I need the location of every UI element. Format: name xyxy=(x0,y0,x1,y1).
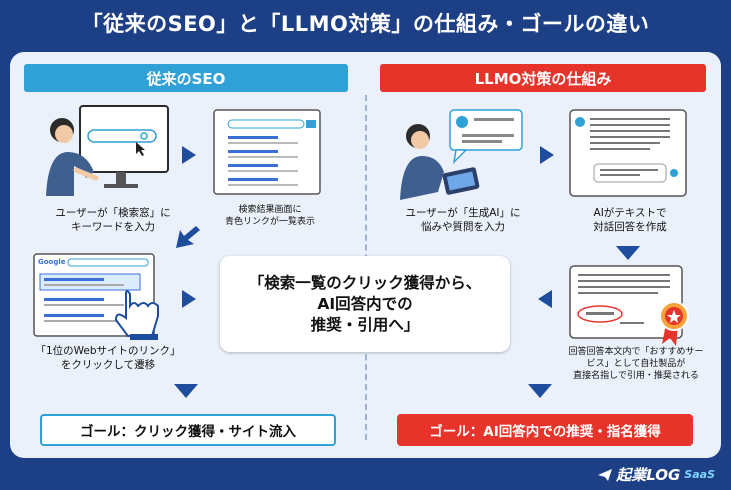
seo-step3-caption: 「1位のWebサイトのリンク」 をクリックして遷移 xyxy=(18,344,198,372)
google-results-click-illustration xyxy=(33,253,159,340)
paper-plane-icon xyxy=(598,468,613,481)
llmo-step2-line1: AIがテキストで xyxy=(593,207,667,219)
seo-step3-line2: をクリックして遷移 xyxy=(60,359,156,371)
llmo-step1-caption: ユーザーが「生成AI」に 悩みや質問を入力 xyxy=(378,206,548,234)
logo-sub: SaaS xyxy=(684,468,715,481)
arrow-down-icon xyxy=(616,246,640,260)
llmo-step1-line1: ユーザーが「生成AI」に xyxy=(405,207,521,219)
user-computer-illustration xyxy=(46,105,169,196)
seo-step1-caption: ユーザーが「検索窓」に キーワードを入力 xyxy=(28,206,198,234)
logo-main: 起業LOG xyxy=(616,466,681,484)
center-line1: 「検索一覧のクリック獲得から、 xyxy=(248,273,482,292)
center-line2: AI回答内での xyxy=(317,294,413,313)
main-title: 「従来のSEO」と「LLMO対策」の仕組み・ゴールの違い xyxy=(81,12,650,36)
center-message-box: 「検索一覧のクリック獲得から、 AI回答内での 推奨・引用へ」 xyxy=(220,256,510,352)
llmo-step3-line3: 直接名指しで引用・推奨される xyxy=(573,371,699,381)
llmo-step3-caption: 回答回答本文内で「おすすめサー ビス」として自社製品が 直接名指しで引用・推奨さ… xyxy=(548,346,724,382)
user-tablet-ai-illustration xyxy=(400,109,523,200)
arrow-right-icon xyxy=(182,290,196,308)
seo-step3-line1: 「1位のWebサイトのリンク」 xyxy=(35,345,181,357)
center-line3: 推奨・引用へ」 xyxy=(310,315,420,334)
arrow-down-icon xyxy=(528,384,552,398)
llmo-step1-line2: 悩みや質問を入力 xyxy=(421,221,505,233)
llmo-step3-line2: ビス」として自社製品が xyxy=(586,359,686,369)
seo-step2-line2: 青色リンクが一覧表示 xyxy=(224,217,315,227)
seo-step2-caption: 検索結果画面に 青色リンクが一覧表示 xyxy=(200,204,340,228)
llmo-header: LLMO対策の仕組み xyxy=(380,64,706,92)
seo-goal-box: ゴール：クリック獲得・サイト流入 xyxy=(40,414,336,446)
seo-step1-line2: キーワードを入力 xyxy=(71,221,155,233)
google-logo: Google xyxy=(38,258,66,266)
llmo-step3-line1: 回答回答本文内で「おすすめサー xyxy=(568,347,704,357)
seo-header: 従来のSEO xyxy=(24,64,348,92)
llmo-step2-line2: 対話回答を作成 xyxy=(593,221,667,233)
seo-step2-line1: 検索結果画面に xyxy=(238,205,302,215)
seo-step1-line1: ユーザーが「検索窓」に xyxy=(55,207,171,219)
arrow-down-left-icon xyxy=(176,226,200,248)
arrow-right-icon xyxy=(182,146,196,164)
arrow-right-icon xyxy=(540,146,554,164)
arrow-left-icon xyxy=(538,290,552,308)
llmo-goal-box: ゴール：AI回答内での推奨・指名獲得 xyxy=(397,414,693,446)
ai-answer-recommend-illustration xyxy=(569,265,689,346)
arrow-down-icon xyxy=(174,384,198,398)
ai-chat-screen xyxy=(569,109,687,197)
search-results-screen xyxy=(213,109,321,195)
brand-logo: 起業LOG SaaS xyxy=(598,464,715,485)
llmo-step2-caption: AIがテキストで 対話回答を作成 xyxy=(560,206,700,234)
